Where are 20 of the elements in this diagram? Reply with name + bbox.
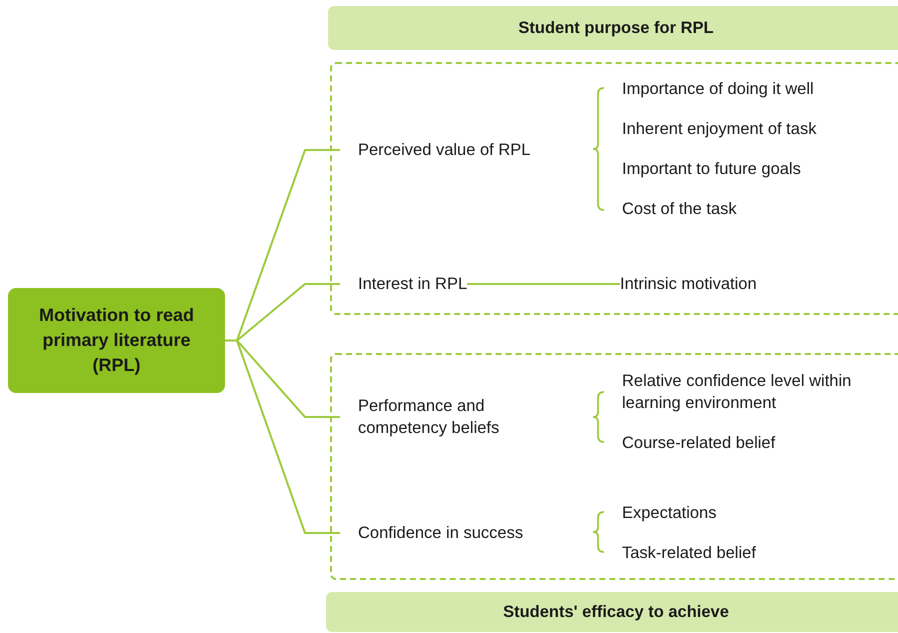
node-label: Importance of doing it well [622, 77, 814, 101]
dashed-group-box [330, 353, 898, 580]
section-banner: Students' efficacy to achieve [326, 592, 898, 632]
node-label: Interest in RPL [340, 272, 468, 296]
node-label: Important to future goals [622, 157, 801, 181]
node-label: Cost of the task [622, 197, 737, 221]
connector-line [467, 283, 620, 285]
node-label: Task-related belief [622, 541, 756, 565]
node-label: Performance and competency beliefs [340, 394, 570, 440]
node-label: Confidence in success [340, 521, 524, 545]
node-label: Intrinsic motivation [620, 272, 757, 296]
connector-line [225, 340, 340, 534]
topic-box: Motivation to read primary literature (RPL) [8, 288, 225, 393]
dashed-group-box [330, 62, 898, 315]
node-label: Relative confidence level within learning environment [622, 369, 892, 415]
node-label: Expectations [622, 501, 716, 525]
node-label: Inherent enjoyment of task [622, 117, 816, 141]
section-banner: Student purpose for RPL [328, 6, 898, 50]
node-label: Course-related belief [622, 431, 776, 455]
node-label: Perceived value of RPL [340, 137, 530, 163]
